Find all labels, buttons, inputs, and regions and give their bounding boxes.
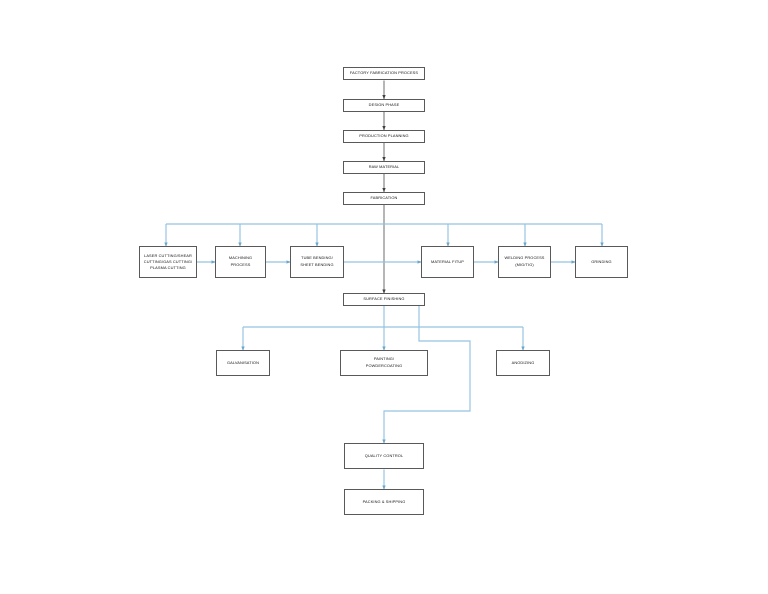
node-machining-process[interactable]: MACHINING PROCESS	[215, 246, 266, 278]
node-surface-finishing[interactable]: SURFACE FINISHING	[343, 293, 425, 306]
node-production-planning[interactable]: PRODUCTION PLANNING	[343, 130, 425, 143]
node-grinding[interactable]: GRINDING	[575, 246, 628, 278]
node-design-phase[interactable]: DESIGN PHASE	[343, 99, 425, 112]
node-welding-process[interactable]: WELDING PROCESS (MIG/TIG)	[498, 246, 551, 278]
fabrication-distribution-bus	[164, 223, 604, 247]
node-factory-fabrication-process[interactable]: FACTORY FABRICATION PROCESS	[343, 67, 425, 80]
node-packing-shipping[interactable]: PACKING & SHIPPING	[344, 489, 424, 515]
node-galvanisation[interactable]: GALVANISATION	[216, 350, 270, 376]
surface-finishing-branch-bus	[241, 306, 525, 351]
node-bending[interactable]: TUBE BENDING/ SHEET BENDING	[290, 246, 344, 278]
node-quality-control[interactable]: QUALITY CONTROL	[344, 443, 424, 469]
node-raw-material[interactable]: RAW MATERIAL	[343, 161, 425, 174]
node-anodizing[interactable]: ANODIZING	[496, 350, 550, 376]
node-material-fitup[interactable]: MATERIAL FITUP	[421, 246, 474, 278]
node-painting-powdercoating[interactable]: PAINTING/ POWDERCOATING	[340, 350, 428, 376]
node-fabrication[interactable]: FABRICATION	[343, 192, 425, 205]
node-cutting[interactable]: LASER CUTTING/SHEAR CUTTING/GAS CUTTING/…	[139, 246, 197, 278]
